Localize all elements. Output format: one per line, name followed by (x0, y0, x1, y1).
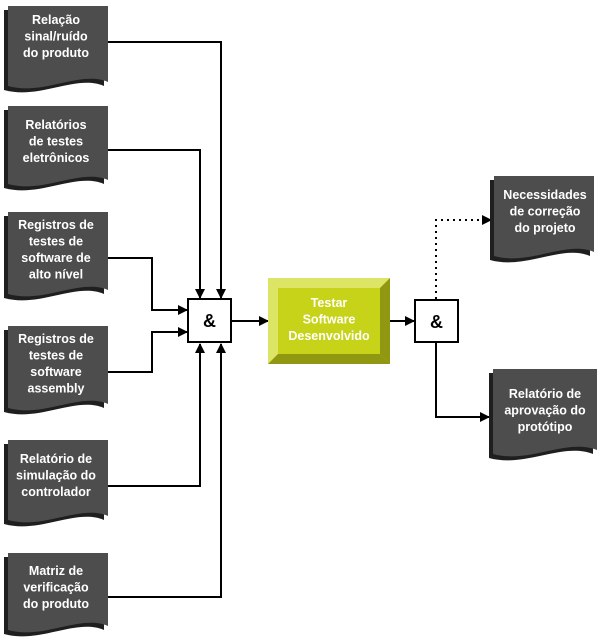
label-line: verificação (23, 581, 89, 595)
label-line: protótipo (518, 420, 573, 434)
input-document: Registros de testes de software assembly (4, 326, 108, 415)
output-document-label: Relatório de aprovação do protótipo (504, 387, 586, 434)
label-line: Relatório de (509, 387, 581, 401)
and-gate-input-label: & (203, 311, 216, 331)
connector-gate-to-correction (435, 215, 492, 299)
label-line: Registros de (18, 218, 94, 232)
input-document: Registros de testes de software de alto nív… (4, 212, 108, 301)
output-document: Necessidades de correção do projeto (490, 176, 594, 263)
label-line: Matriz de (29, 564, 83, 578)
label-line: Desenvolvido (288, 329, 370, 343)
label-line: Relação (32, 13, 80, 27)
and-gate-output: & (414, 299, 459, 343)
input-document-label: Relatório de simulação do controlador (16, 452, 96, 499)
output-documents: Necessidades de correção do projeto Relató… (489, 176, 597, 461)
label-line: do produto (23, 597, 89, 611)
label-line: controlador (21, 485, 91, 499)
label-line: sinal/ruído (24, 30, 88, 44)
input-document-label: Relação sinal/ruído do produto (23, 13, 89, 60)
label-line: do produto (23, 46, 89, 60)
connector-3 (106, 257, 188, 315)
input-document: Relação sinal/ruído do produto (4, 6, 108, 93)
label-line: testes de (29, 349, 83, 363)
input-document-label: Relatórios de testes eletrônicos (23, 118, 90, 165)
label-line: Registros de (18, 332, 94, 346)
connector-1 (106, 41, 226, 299)
output-document: Relatório de aprovação do protótipo (489, 369, 597, 461)
input-document: Relatório de simulação do controlador (4, 440, 108, 527)
label-line: simulação do (16, 469, 96, 483)
connector-5 (106, 343, 205, 487)
label-line: de correção (510, 205, 581, 219)
connector-4 (106, 327, 188, 373)
label-line: Testar (311, 296, 348, 310)
label-line: aprovação do (504, 404, 586, 418)
label-line: Relatórios (25, 118, 86, 132)
label-line: eletrônicos (23, 151, 90, 165)
label-line: software (30, 365, 81, 379)
and-gate-input: & (187, 298, 232, 343)
label-line: Software (303, 313, 356, 327)
connector-6 (106, 343, 226, 598)
label-line: do projeto (514, 221, 575, 235)
input-document: Relatórios de testes eletrônicos (4, 106, 108, 191)
input-documents: Relação sinal/ruído do produto Relatórios d… (4, 6, 108, 637)
and-gate-output-label: & (430, 312, 443, 332)
output-document-label: Necessidades de correção do projeto (503, 188, 586, 235)
label-line: alto nível (29, 268, 83, 282)
label-line: de testes (29, 135, 83, 149)
input-document-label: Matriz de verificação do produto (23, 564, 89, 611)
input-document-label: Registros de testes de software de alto nív… (18, 218, 94, 282)
input-document-label: Registros de testes de software assembly (18, 332, 94, 396)
label-line: testes de (29, 235, 83, 249)
connector-gate-to-approval (435, 343, 490, 422)
label-line: assembly (28, 382, 85, 396)
input-connectors (106, 41, 226, 598)
input-document: Matriz de verificação do produto (4, 553, 108, 637)
label-line: software de (21, 251, 91, 265)
connector-2 (106, 149, 205, 299)
label-line: Necessidades (503, 188, 586, 202)
label-line: Relatório de (20, 452, 92, 466)
